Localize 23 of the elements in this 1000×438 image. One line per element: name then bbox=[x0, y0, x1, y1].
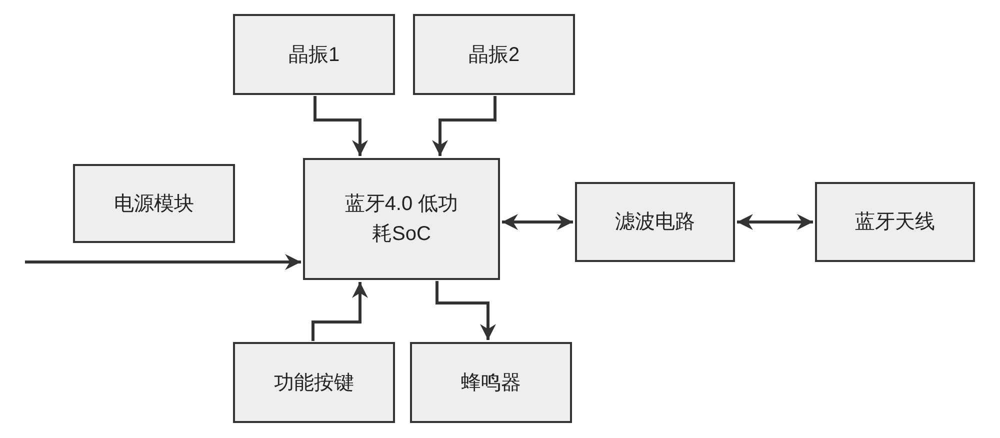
block-box bbox=[413, 14, 575, 95]
block-label: 电源模块 bbox=[114, 192, 194, 216]
block-box bbox=[815, 182, 975, 262]
block-box bbox=[233, 14, 395, 95]
block-label: 蓝牙天线 bbox=[855, 210, 935, 235]
block-box bbox=[410, 342, 572, 423]
block-label: 蓝牙4.0 低功耗SoC bbox=[344, 192, 460, 247]
block-label: 晶振1 bbox=[288, 42, 340, 68]
block-box bbox=[575, 182, 735, 262]
block-box bbox=[303, 158, 500, 280]
block-label: 功能按键 bbox=[274, 370, 354, 396]
block-label: 晶振2 bbox=[468, 42, 520, 68]
arrow bbox=[312, 282, 368, 341]
block-label: 蜂鸣器 bbox=[461, 370, 521, 396]
arrow bbox=[314, 96, 368, 156]
arrow bbox=[432, 96, 496, 156]
block-box bbox=[73, 164, 235, 243]
arrow bbox=[436, 281, 496, 340]
arrow bbox=[502, 214, 573, 230]
arrow bbox=[25, 254, 301, 270]
arrow bbox=[737, 214, 813, 230]
block-box bbox=[233, 342, 395, 423]
block-label: 滤波电路 bbox=[615, 210, 695, 235]
